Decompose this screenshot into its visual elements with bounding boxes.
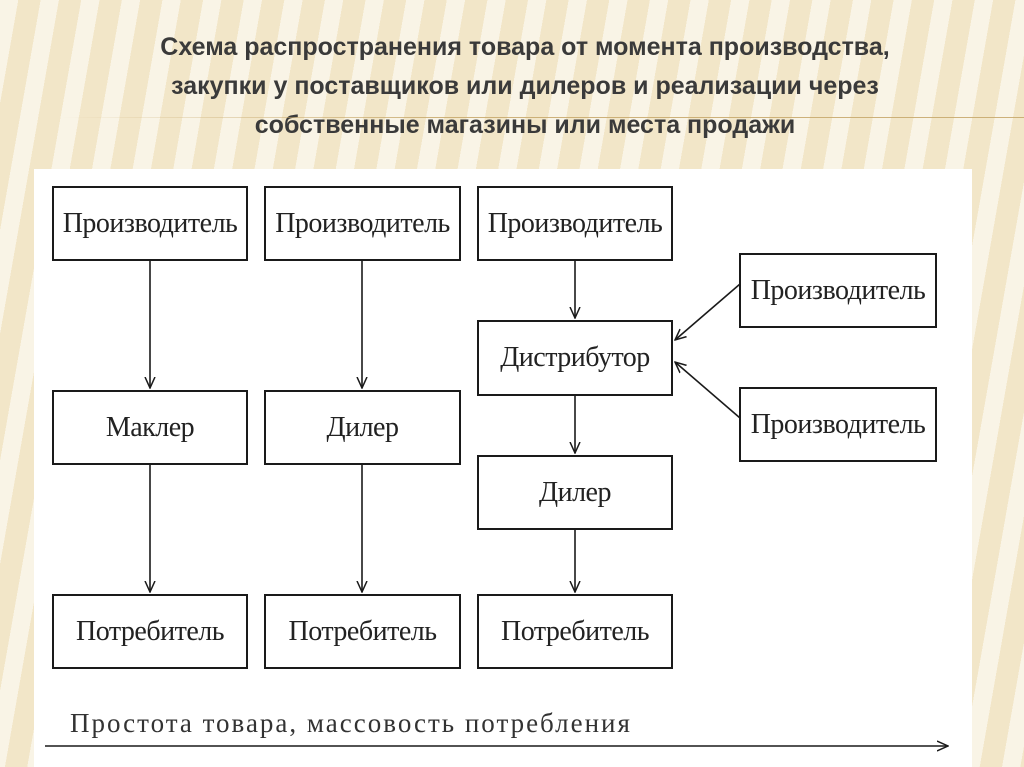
axis-label: Простота товара, массовость потребления [70, 708, 632, 738]
slide-title: Схема распространения товара от момента … [60, 28, 990, 145]
title-line-3: собственные магазины или места продажи [254, 111, 796, 139]
title-line-2: закупки у поставщиков или дилеров и реал… [171, 72, 879, 100]
arrow-producer4-distributor [675, 283, 741, 340]
title-divider [60, 117, 1024, 118]
node-producer-3: Производитель [477, 186, 673, 261]
node-dealer-2: Дилер [477, 455, 673, 530]
node-producer-5: Производитель [739, 387, 937, 462]
node-producer-2: Производитель [264, 186, 461, 261]
node-distributor: Дистрибутор [477, 320, 673, 396]
title-line-1: Схема распространения товара от момента … [160, 33, 890, 61]
node-consumer-3: Потребитель [477, 594, 673, 669]
node-producer-1: Производитель [52, 186, 248, 261]
node-broker: Маклер [52, 390, 248, 465]
node-dealer-1: Дилер [264, 390, 461, 465]
node-consumer-2: Потребитель [264, 594, 461, 669]
node-consumer-1: Потребитель [52, 594, 248, 669]
arrow-producer5-distributor [675, 362, 741, 419]
node-producer-4: Производитель [739, 253, 937, 328]
